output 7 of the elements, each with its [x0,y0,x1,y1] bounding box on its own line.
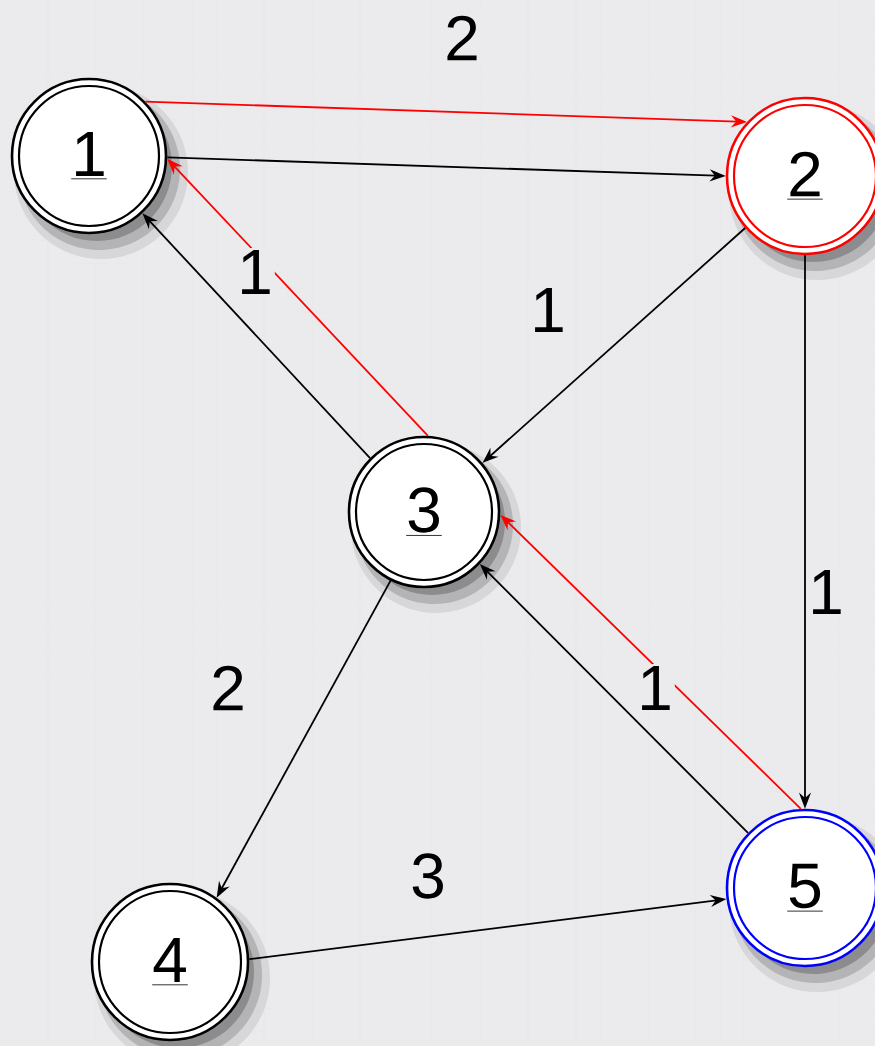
edge-label: 1 [235,248,275,296]
edge-label: 2 [208,663,248,713]
edge-label: 3 [408,851,448,901]
edge-label: 1 [635,664,675,712]
edge-label: 2 [442,13,482,63]
edge-label: 1 [528,286,568,334]
edge-label: 1 [806,568,846,616]
